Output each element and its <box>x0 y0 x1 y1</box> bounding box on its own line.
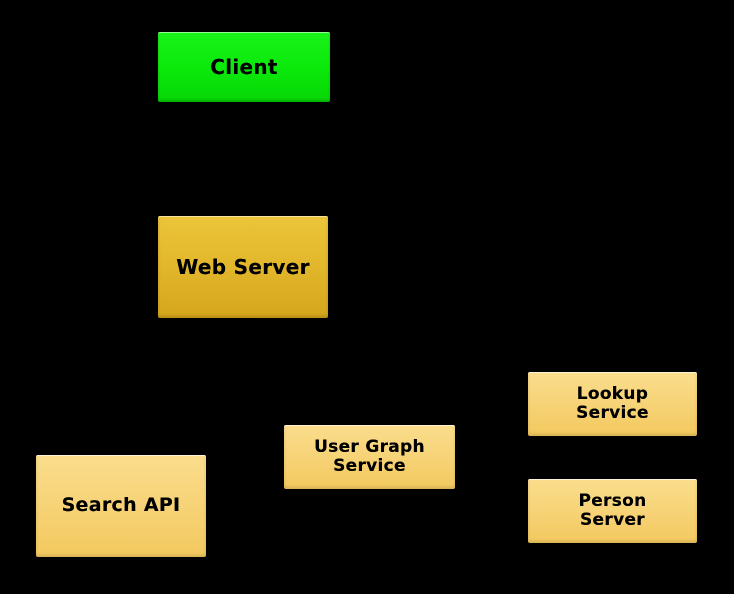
node-web-server-label: Web Server <box>176 254 310 279</box>
node-lookup-service[interactable]: Lookup Service <box>528 372 697 436</box>
node-person-server[interactable]: Person Server <box>528 479 697 543</box>
node-user-graph-service-label: User Graph Service <box>314 436 425 476</box>
node-client[interactable]: Client <box>158 32 330 102</box>
node-user-graph-service[interactable]: User Graph Service <box>284 425 455 489</box>
node-lookup-service-label: Lookup Service <box>576 383 649 423</box>
node-search-api[interactable]: Search API <box>36 455 206 557</box>
node-search-api-label: Search API <box>61 494 181 517</box>
node-web-server[interactable]: Web Server <box>158 216 328 318</box>
node-client-label: Client <box>210 54 278 79</box>
node-person-server-label: Person Server <box>578 490 647 530</box>
